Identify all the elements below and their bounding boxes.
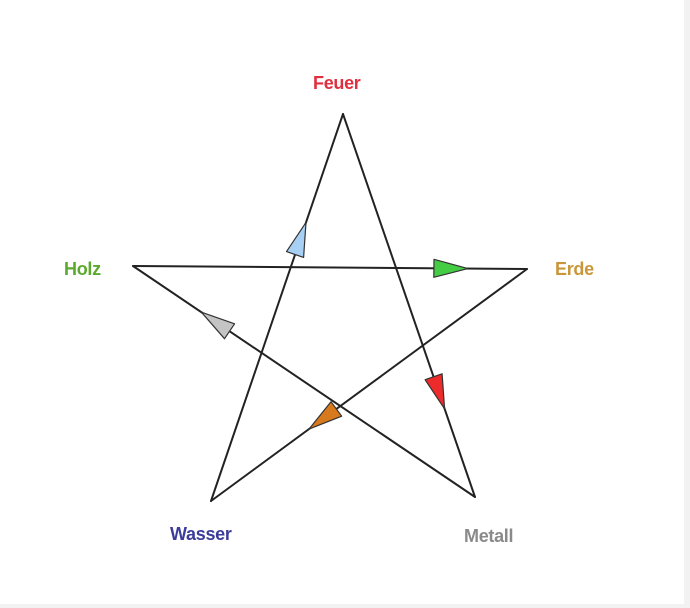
arrow-metall-to-holz-icon [200, 311, 236, 340]
edge-erde-to-wasser [210, 268, 528, 502]
arrow-erde-to-wasser-icon [308, 401, 343, 430]
label-erde: Erde [555, 259, 594, 279]
label-holz: Holz [64, 259, 101, 279]
label-feuer: Feuer [313, 73, 361, 93]
label-wasser: Wasser [170, 524, 232, 544]
edge-wasser-to-feuer [210, 113, 344, 502]
right-edge-divider [684, 0, 690, 608]
edge-metall-to-holz [132, 265, 476, 498]
pentagram-arrows [200, 221, 469, 430]
bottom-edge-divider [0, 604, 690, 608]
arrow-feuer-to-metall-icon [424, 373, 446, 410]
pentagram-edges [132, 113, 528, 502]
arrow-wasser-to-feuer-icon [285, 221, 307, 258]
arrow-holz-to-erde-icon [433, 258, 469, 278]
label-metall: Metall [464, 526, 514, 546]
edge-feuer-to-metall [342, 113, 476, 498]
